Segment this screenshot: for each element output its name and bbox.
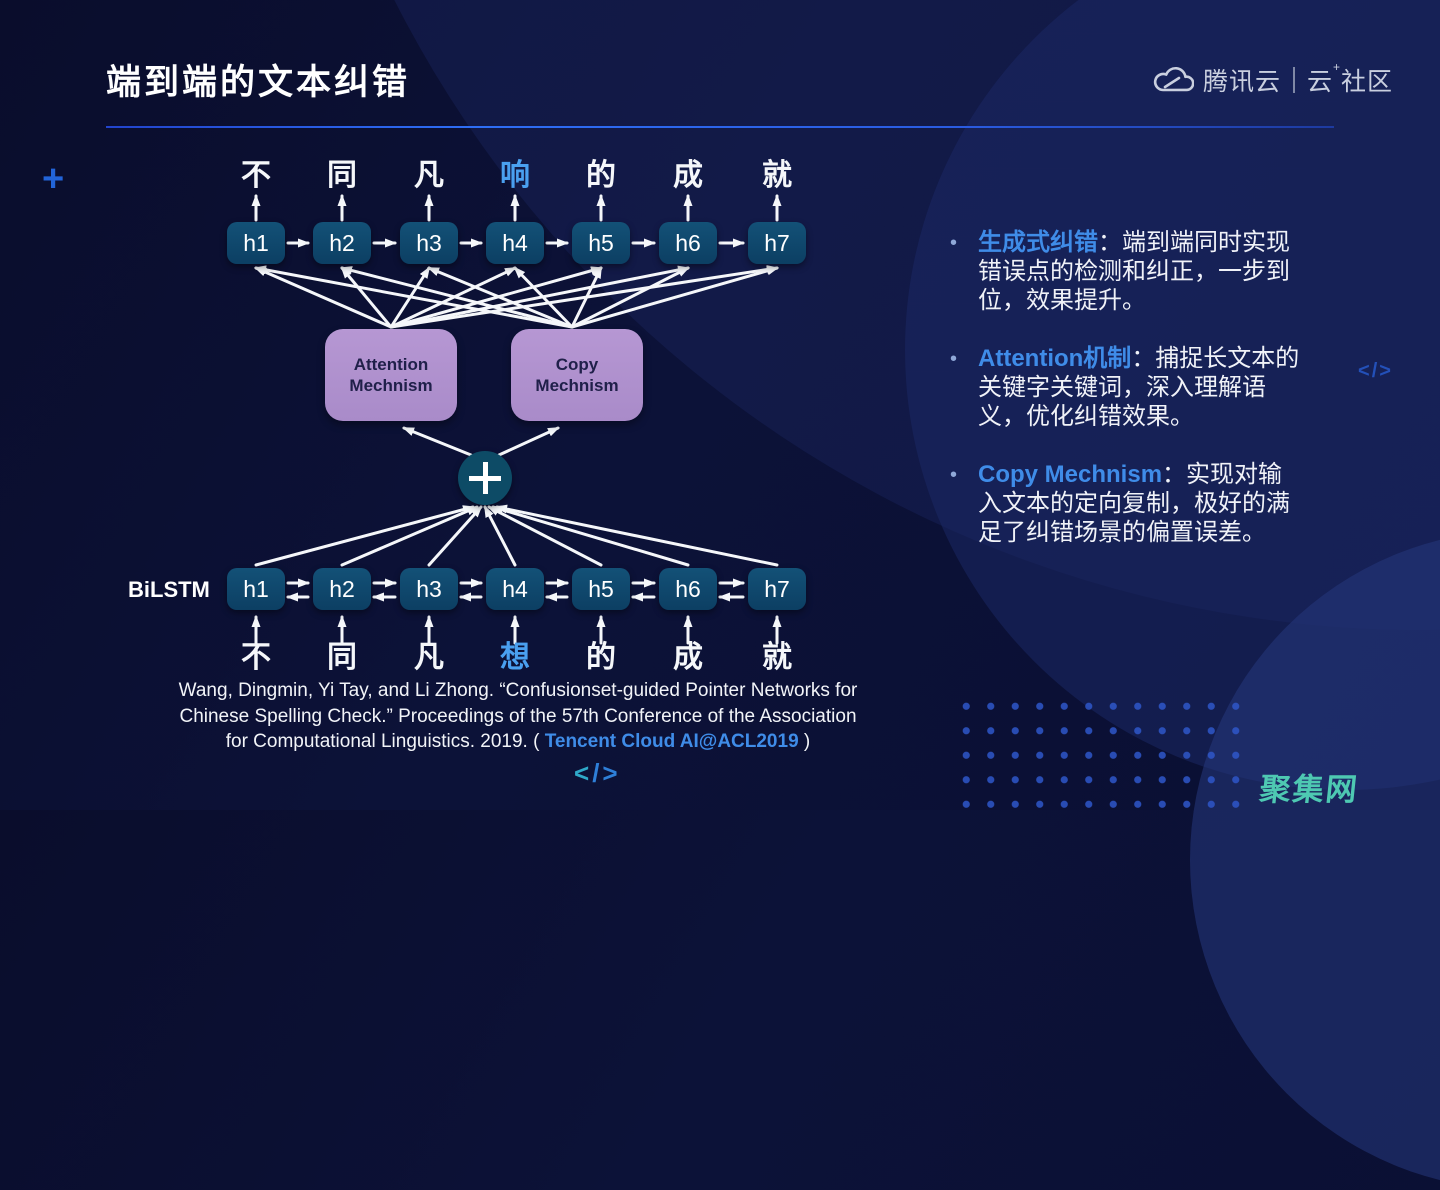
- bilstm-label: BiLSTM: [128, 577, 210, 602]
- encoder-state-box: h1: [227, 568, 285, 610]
- feature-bullet-list: • 生成式纠错：端到端同时实现错误点的检测和纠正，一步到位，效果提升。 • Atte…: [948, 228, 1300, 576]
- bullet-attention-mechanism: • Attention机制：捕捉长文本的关键字关键词，深入理解语义，优化纠错效果。: [948, 344, 1300, 431]
- output-char: 就: [762, 159, 792, 192]
- input-char: 不: [241, 641, 271, 674]
- bullet-dot: •: [950, 348, 958, 370]
- dot-grid-pattern: [948, 690, 1248, 810]
- decoder-state-box: h4: [486, 222, 544, 264]
- bullet-term: Attention机制: [978, 345, 1132, 372]
- encoder-state-box: h7: [748, 568, 806, 610]
- logo-community: 云+社区: [1307, 60, 1394, 96]
- bullet-dot: •: [950, 232, 958, 254]
- decoder-state-box: h5: [572, 222, 630, 264]
- input-char-error: 想: [500, 641, 530, 674]
- cloud-icon: [1153, 67, 1194, 92]
- decoder-state-box: h2: [313, 222, 371, 264]
- citation-line-text: ): [798, 731, 811, 752]
- bullet-body: ：端到端同时实现错误点的检测和纠正，一步到位，效果提升。: [978, 229, 1290, 314]
- logo-divider: [1293, 67, 1296, 93]
- encoder-state-box: h2: [313, 568, 371, 610]
- bullet-dot: •: [950, 464, 958, 486]
- title-underline: [106, 126, 1334, 128]
- encoder-state-box: h6: [659, 568, 717, 610]
- watermark: 聚集网: [1257, 772, 1361, 807]
- plus-decoration-icon: +: [42, 158, 65, 200]
- decoder-state-box: h1: [227, 222, 285, 264]
- output-char-corrected: 响: [500, 159, 530, 192]
- input-char: 同: [327, 641, 357, 674]
- decoder-state-box: h3: [400, 222, 458, 264]
- logo-brand: 腾讯云: [1203, 68, 1282, 96]
- bullet-body: ：实现对输入文本的定向复制，极好的满足了纠错场景的偏置误差。: [978, 461, 1290, 546]
- bullet-body: ：捕捉长文本的关键字关键词，深入理解语义，优化纠错效果。: [978, 345, 1300, 430]
- citation-line: Wang, Dingmin, Yi Tay, and Li Zhong. “Co…: [178, 680, 858, 701]
- input-char: 成: [673, 641, 703, 674]
- output-char: 的: [586, 159, 616, 192]
- bullet-generative-correction: • 生成式纠错：端到端同时实现错误点的检测和纠正，一步到位，效果提升。: [948, 228, 1300, 315]
- output-char: 凡: [414, 159, 444, 192]
- sum-node: [458, 451, 512, 505]
- input-char: 的: [586, 641, 616, 674]
- output-char: 同: [327, 159, 357, 192]
- encoder-state-box: h4: [486, 568, 544, 610]
- bullet-term: Copy Mechnism: [978, 461, 1163, 488]
- tencent-cloud-logo: 腾讯云 云+社区: [1152, 60, 1394, 98]
- tencent-cloud-acl-link[interactable]: Tencent Cloud AI@ACL2019: [544, 731, 799, 752]
- code-icon-right: </>: [1358, 360, 1393, 382]
- copy-mechanism-box: Copy Mechnism: [511, 329, 643, 421]
- input-char: 就: [762, 641, 792, 674]
- citation: Wang, Dingmin, Yi Tay, and Li Zhong. “Co…: [90, 678, 946, 755]
- encoder-state-box: h3: [400, 568, 458, 610]
- output-char: 不: [241, 159, 271, 192]
- encoder-state-box: h5: [572, 568, 630, 610]
- bullet-copy-mechanism: • Copy Mechnism：实现对输入文本的定向复制，极好的满足了纠错场景的偏…: [948, 460, 1300, 547]
- decoder-state-box: h6: [659, 222, 717, 264]
- citation-line: for Computational Linguistics. 2019. ( T…: [90, 729, 946, 755]
- decoder-state-box: h7: [748, 222, 806, 264]
- page-title: 端到端的文本纠错: [106, 63, 411, 102]
- code-icon-bottom: </>: [574, 758, 621, 788]
- citation-line-text: for Computational Linguistics. 2019. (: [225, 731, 545, 752]
- input-char: 凡: [414, 641, 444, 674]
- citation-line: Chinese Spelling Check.” Proceedings of …: [179, 705, 857, 727]
- bullet-term: 生成式纠错: [978, 229, 1098, 256]
- output-char: 成: [673, 159, 703, 192]
- attention-mechanism-box: Attention Mechnism: [325, 329, 457, 421]
